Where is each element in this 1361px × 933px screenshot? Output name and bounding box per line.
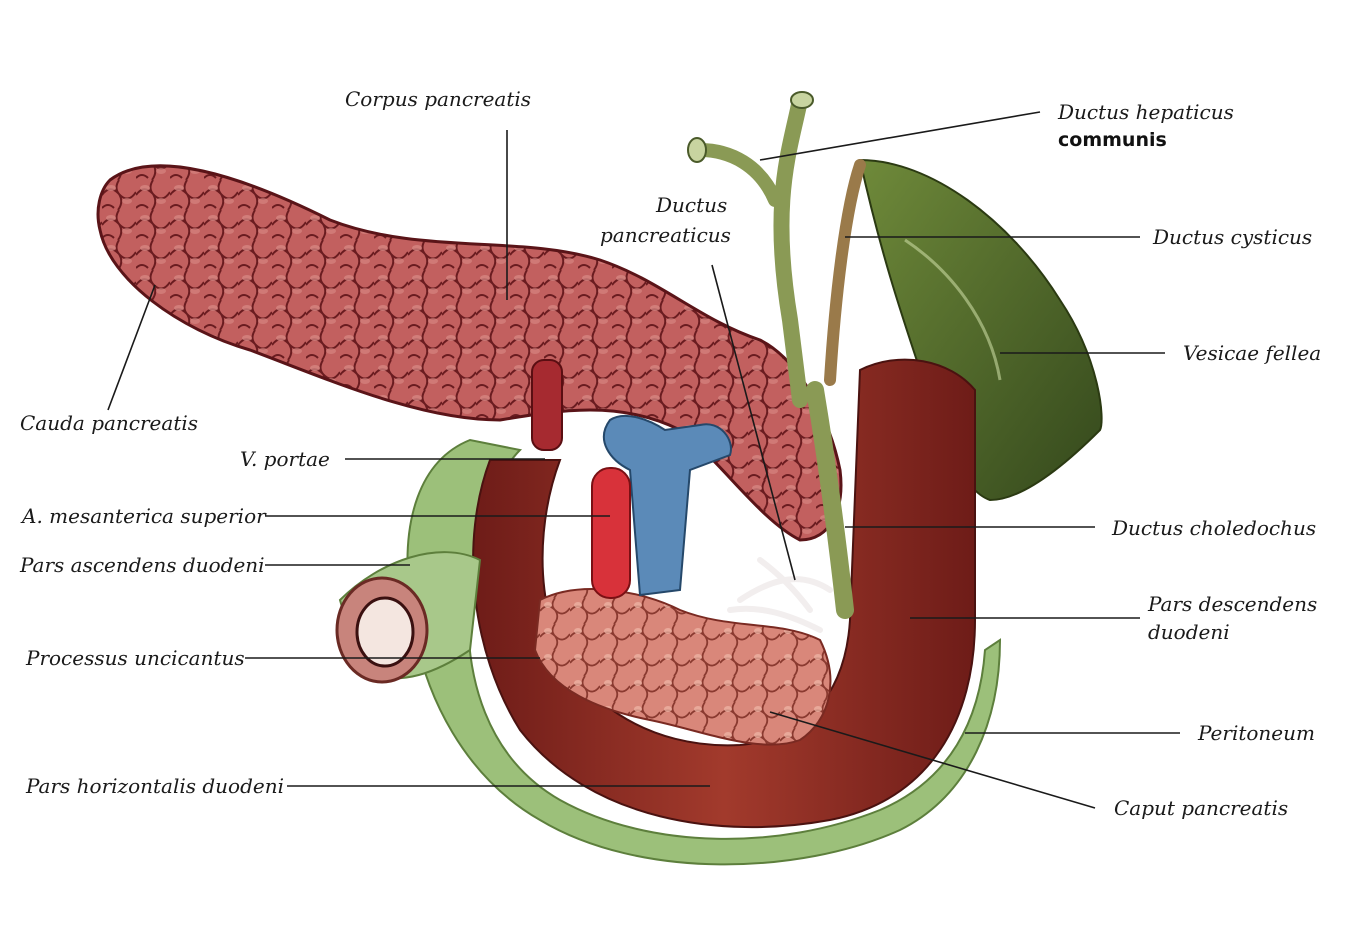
pancreas-body-shape bbox=[96, 164, 843, 542]
label-v-portae: V. portae bbox=[240, 447, 330, 471]
label-cauda-pancreatis: Cauda pancreatis bbox=[20, 411, 198, 435]
label-a-mesanterica: A. mesanterica superior bbox=[20, 504, 267, 528]
portal-vein-shape bbox=[603, 414, 732, 597]
label-ductus-pancreaticus-2: pancreaticus bbox=[600, 223, 731, 247]
label-caput-pancreatis: Caput pancreatis bbox=[1114, 796, 1288, 820]
label-peritoneum: Peritoneum bbox=[1197, 721, 1315, 745]
label-ductus-hepaticus: Ductus hepaticus bbox=[1057, 100, 1234, 124]
cystic-duct-shape bbox=[824, 159, 866, 386]
label-communis: communis bbox=[1058, 129, 1167, 151]
leader-pancreaticus bbox=[711, 264, 796, 581]
sma-artery-shape bbox=[591, 467, 631, 599]
label-corpus-pancreatis: Corpus pancreatis bbox=[345, 87, 531, 111]
vessel-top-shape bbox=[531, 359, 563, 451]
label-ductus-pancreaticus-1: Ductus bbox=[655, 193, 727, 217]
label-processus-uncicantus: Processus uncicantus bbox=[25, 646, 245, 670]
label-pars-descendens-1: Pars descendens bbox=[1147, 592, 1317, 616]
pancreatic-duct-shape bbox=[727, 557, 833, 633]
leader-hepaticus bbox=[759, 111, 1041, 161]
label-pars-horizontalis: Pars horizontalis duodeni bbox=[25, 774, 284, 798]
hepatic-duct-branch bbox=[693, 143, 782, 207]
peritoneum-shape bbox=[406, 438, 1002, 866]
hepatic-duct-shape bbox=[773, 92, 808, 408]
label-pars-descendens-2: duodeni bbox=[1148, 620, 1230, 644]
duodenum-lumen-inner bbox=[355, 596, 415, 668]
common-bile-duct-shape bbox=[806, 381, 854, 619]
leader-cauda bbox=[107, 284, 156, 411]
gallbladder-highlight bbox=[904, 238, 1002, 381]
label-ductus-cysticus: Ductus cysticus bbox=[1152, 225, 1312, 249]
leader-caput bbox=[769, 711, 1096, 809]
leader-lines bbox=[107, 111, 1180, 809]
hepatic-duct-end-right bbox=[790, 91, 814, 109]
pancreas-head-shape bbox=[533, 588, 832, 746]
label-vesicae-fellea: Vesicae fellea bbox=[1183, 341, 1321, 365]
label-pars-ascendens: Pars ascendens duodeni bbox=[19, 553, 265, 577]
label-ductus-choledochus: Ductus choledochus bbox=[1111, 516, 1316, 540]
hepatic-duct-end-left bbox=[687, 137, 707, 163]
